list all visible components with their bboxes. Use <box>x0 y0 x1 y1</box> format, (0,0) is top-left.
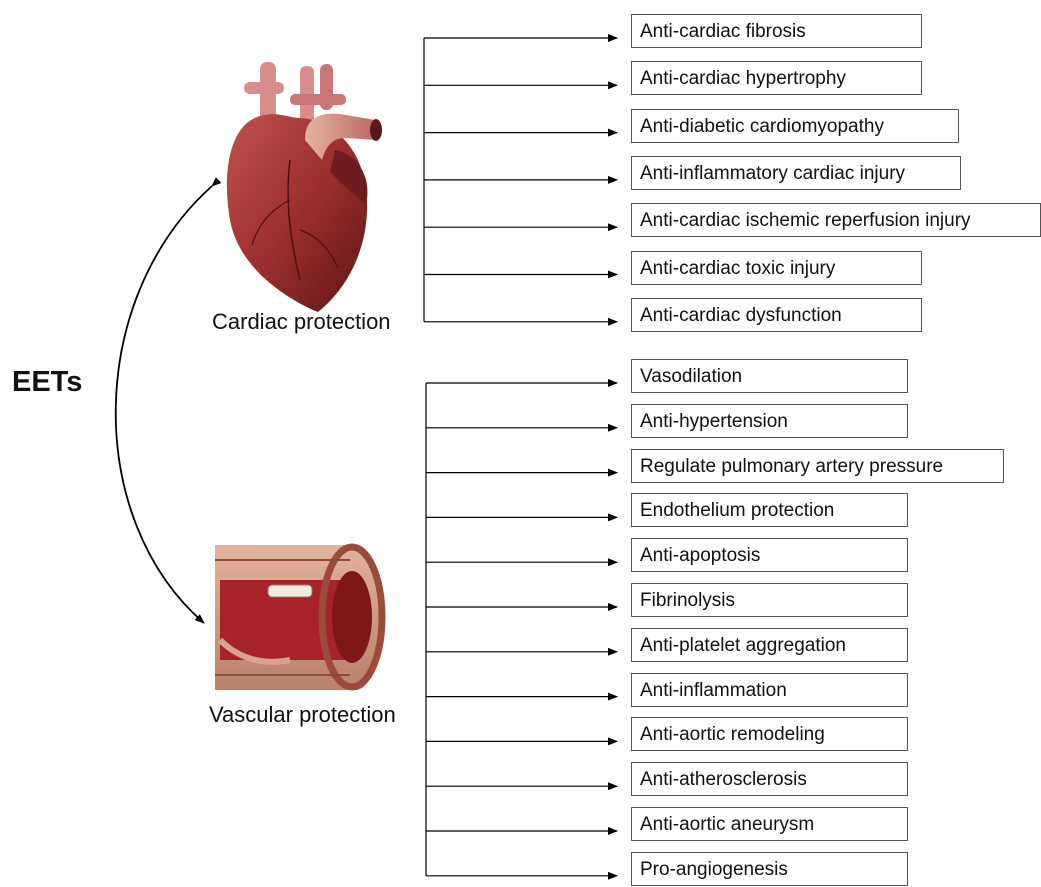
cardiac-effect-box: Anti-inflammatory cardiac injury <box>631 156 961 190</box>
eets-label: EETs <box>12 366 82 399</box>
vascular-effect-box: Vasodilation <box>631 359 908 393</box>
vascular-effect-box: Regulate pulmonary artery pressure <box>631 449 1004 483</box>
cardiac-effect-box: Anti-cardiac fibrosis <box>631 14 922 48</box>
cardiac-effect-box: Anti-cardiac dysfunction <box>631 298 922 332</box>
vascular-connectors <box>426 383 617 876</box>
cardiac-effect-box: Anti-diabetic cardiomyopathy <box>631 109 959 143</box>
vessel-illustration <box>215 545 382 690</box>
cardiac-effect-box: Anti-cardiac hypertrophy <box>631 61 922 95</box>
vascular-effect-box: Endothelium protection <box>631 493 908 527</box>
cardiac-connectors <box>424 38 617 322</box>
vascular-effect-box: Anti-inflammation <box>631 673 908 707</box>
cardiac-effect-box: Anti-cardiac ischemic reperfusion injury <box>631 203 1041 237</box>
vascular-effect-box: Anti-hypertension <box>631 404 908 438</box>
cardiac-effect-box: Anti-cardiac toxic injury <box>631 251 922 285</box>
vascular-effect-box: Anti-aortic remodeling <box>631 717 908 751</box>
vascular-effect-box: Anti-atherosclerosis <box>631 762 908 796</box>
vascular-effect-box: Anti-aortic aneurysm <box>631 807 908 841</box>
eets-curved-arrow <box>116 186 212 623</box>
heart-illustration <box>227 62 382 312</box>
vascular-effect-box: Pro-angiogenesis <box>631 852 908 886</box>
vascular-effect-box: Fibrinolysis <box>631 583 908 617</box>
vascular-protection-caption: Vascular protection <box>209 702 396 728</box>
vascular-effect-box: Anti-apoptosis <box>631 538 908 572</box>
vascular-effect-box: Anti-platelet aggregation <box>631 628 908 662</box>
cardiac-protection-caption: Cardiac protection <box>212 309 391 335</box>
